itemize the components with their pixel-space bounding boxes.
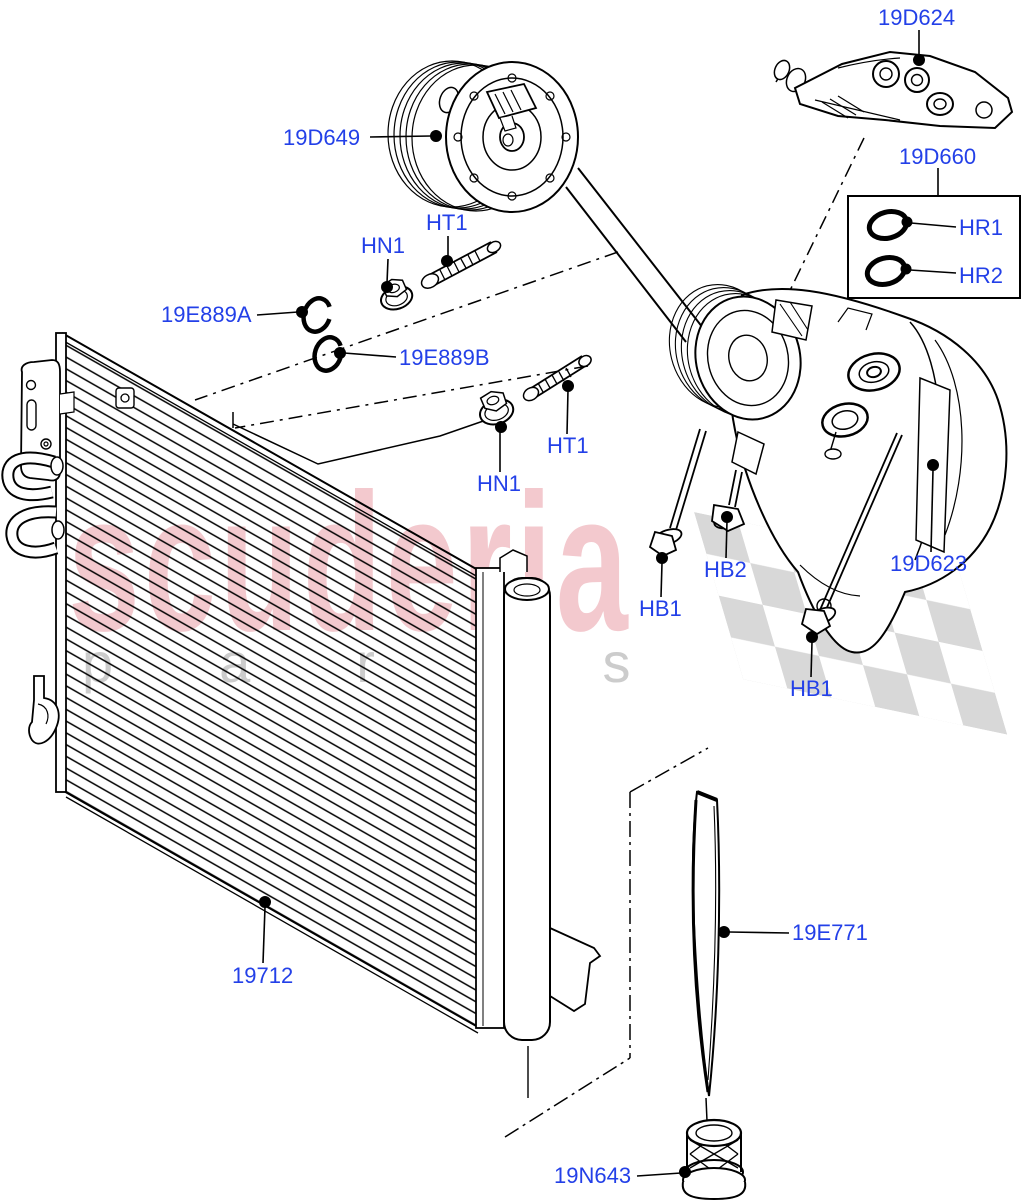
part-label-hn1-lower: HN1	[477, 471, 522, 496]
part-label-19712: 19712	[232, 963, 294, 988]
desiccant-strip-drawing	[691, 790, 721, 1097]
part-label-19d623: 19D623	[890, 551, 968, 576]
mount-bracket-drawing	[773, 50, 1014, 130]
leader-lines	[256, 30, 957, 1178]
part-label-19n643: 19N643	[554, 1163, 632, 1188]
part-label-19e889a: 19E889A	[161, 302, 252, 327]
part-label-19d660: 19D660	[899, 144, 977, 169]
alignment-lines	[194, 137, 865, 1138]
part-label-hb1-right: HB1	[790, 676, 833, 701]
part-label-19e889b: 19E889B	[399, 345, 490, 370]
oring-kit-box-drawing	[847, 195, 1021, 299]
condenser-drawing	[1, 332, 602, 1098]
part-label-hb2: HB2	[704, 557, 747, 582]
cartridge-drawing	[681, 1118, 747, 1200]
ac-compressor-drawing	[668, 283, 1008, 654]
part-label-hb1-left: HB1	[639, 596, 682, 621]
part-label-hr2: HR2	[959, 263, 1004, 288]
part-label-19d649: 19D649	[283, 125, 361, 150]
part-label-ht1-lower: HT1	[547, 433, 589, 458]
part-label-hn1-upper: HN1	[361, 233, 406, 258]
part-label-ht1-upper: HT1	[426, 210, 468, 235]
hardware-studs-nuts	[301, 240, 592, 426]
clutch-pulley-drawing	[387, 60, 579, 213]
part-label-19d624: 19D624	[878, 5, 956, 30]
part-label-hr1: HR1	[959, 215, 1004, 240]
part-label-19e771: 19E771	[792, 920, 868, 945]
